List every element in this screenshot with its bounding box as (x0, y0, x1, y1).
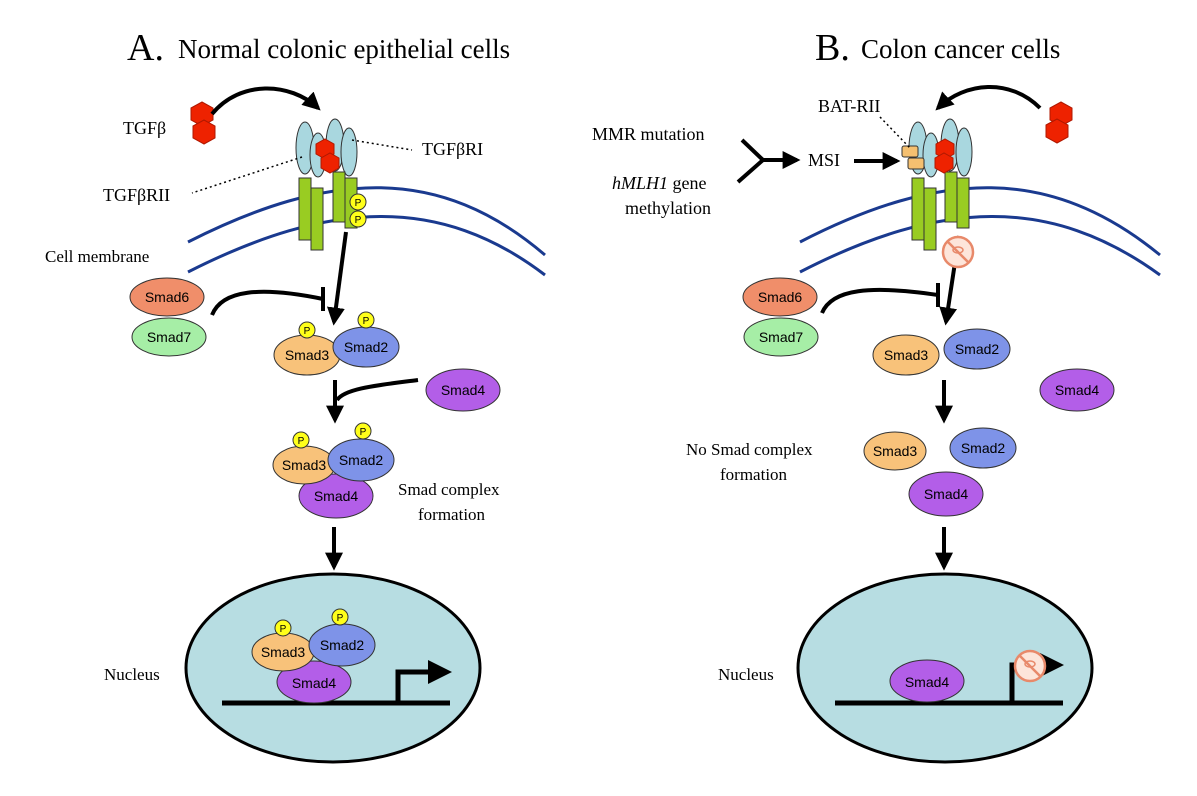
svg-text:Smad3: Smad3 (282, 457, 327, 473)
bat-rii-mutation-1 (901, 145, 919, 158)
transcription-start-a (395, 669, 430, 703)
tgfbri-label: TGFβRI (422, 139, 483, 159)
smad4-b2: Smad4 (908, 471, 984, 517)
svg-text:Smad2: Smad2 (344, 339, 389, 355)
smad3-phospho-a1: Smad3 P (273, 321, 341, 376)
svg-text:P: P (280, 624, 287, 635)
svg-text:Smad3: Smad3 (884, 347, 929, 363)
svg-text:Smad6: Smad6 (145, 289, 190, 305)
tgf-beta-receptor-complex-a (295, 118, 358, 251)
svg-text:Smad4: Smad4 (924, 486, 969, 502)
msi-label: MSI (808, 150, 840, 170)
blocked-transcription-icon (1013, 649, 1047, 683)
phospho-receptor-1: P (349, 193, 367, 211)
svg-text:P: P (355, 215, 362, 226)
svg-text:Smad3: Smad3 (873, 443, 918, 459)
svg-text:Smad4: Smad4 (1055, 382, 1100, 398)
smad-complex-label-2: formation (418, 505, 486, 524)
svg-text:Smad2: Smad2 (339, 452, 384, 468)
bat-rii-label: BAT-RII (818, 96, 880, 116)
blocked-signal-icon (941, 235, 975, 269)
panel-b-title: Colon cancer cells (861, 34, 1060, 64)
tgf-beta-ligand-b (1045, 101, 1073, 144)
smad4-join-curve (335, 378, 419, 402)
smad2-b2: Smad2 (949, 427, 1017, 469)
panel-a-title: Normal colonic epithelial cells (178, 34, 510, 64)
no-smad-complex-label-1: No Smad complex (686, 440, 813, 459)
svg-text:Smad7: Smad7 (147, 329, 192, 345)
panel-a-letter: A. (127, 27, 164, 69)
svg-text:Smad4: Smad4 (441, 382, 486, 398)
panel-a: A. Normal colonic epithelial cells Cell … (45, 27, 546, 764)
tgfbrii-label: TGFβRII (103, 185, 170, 205)
inhibition-line-b (820, 287, 939, 314)
smad2-b1: Smad2 (943, 328, 1011, 370)
panel-b-letter: B. (815, 27, 850, 69)
ligand-binding-arrow (210, 86, 321, 116)
smad6-b: Smad6 (742, 277, 818, 317)
mmr-mutation-label: MMR mutation (592, 124, 705, 144)
smad4-free-a: Smad4 (425, 368, 501, 412)
phospho-receptor-2: P (349, 210, 367, 228)
svg-text:Smad2: Smad2 (961, 440, 1006, 456)
nucleus-b: Smad4 (796, 572, 1094, 764)
no-smad-complex-label-2: formation (720, 465, 788, 484)
bat-rii-mutation-2 (907, 157, 925, 170)
tgfbrii-leader (191, 156, 303, 194)
smad3-b1: Smad3 (872, 334, 940, 376)
tgf-beta-ligand-a (190, 101, 216, 145)
svg-text:Smad4: Smad4 (314, 488, 359, 504)
cell-membrane-a (187, 186, 546, 277)
smad-complex-label-1: Smad complex (398, 480, 500, 499)
svg-text:Smad6: Smad6 (758, 289, 803, 305)
tgf-beta-receptor-complex-b (901, 118, 973, 251)
ligand-binding-arrow-b (935, 85, 1042, 111)
smad2-phospho-a1: Smad2 P (332, 311, 400, 368)
svg-text:P: P (355, 198, 362, 209)
smad4-free-b: Smad4 (1039, 368, 1115, 412)
smad3-b2: Smad3 (863, 431, 927, 471)
nucleus-a: Smad4 Smad3 Smad2 P P (184, 572, 482, 764)
bat-rii-leader (879, 116, 911, 149)
svg-text:P: P (337, 613, 344, 624)
hmlh1-label: hMLH1 gene (612, 173, 707, 193)
svg-text:Smad7: Smad7 (759, 329, 804, 345)
svg-text:P: P (360, 427, 367, 438)
cell-membrane-label: Cell membrane (45, 247, 149, 266)
tgfbri-leader (351, 139, 413, 151)
svg-text:Smad3: Smad3 (285, 347, 330, 363)
svg-text:P: P (304, 326, 311, 337)
receptor-to-smad-arrow-a (326, 231, 348, 326)
smad-complex-a: Smad4 Smad3 Smad2 P P (272, 422, 395, 519)
svg-text:Smad2: Smad2 (955, 341, 1000, 357)
methylation-label: methylation (625, 198, 711, 218)
smad6-a: Smad6 (129, 277, 205, 317)
msi-convergence (736, 138, 801, 184)
svg-text:Smad4: Smad4 (292, 675, 337, 691)
nucleus-label-b: Nucleus (718, 665, 774, 684)
cell-membrane-b (799, 186, 1161, 277)
svg-text:P: P (363, 316, 370, 327)
nucleus-label-a: Nucleus (104, 665, 160, 684)
svg-text:Smad3: Smad3 (261, 644, 306, 660)
smad7-b: Smad7 (743, 317, 819, 357)
svg-text:P: P (298, 436, 305, 447)
smad7-a: Smad7 (131, 317, 207, 357)
svg-text:Smad4: Smad4 (905, 674, 950, 690)
tgf-beta-label: TGFβ (123, 118, 166, 138)
inhibition-line-a (210, 289, 324, 316)
panel-b: B. Colon cancer cells BAT-RII MM (592, 27, 1161, 764)
svg-text:Smad2: Smad2 (320, 637, 365, 653)
